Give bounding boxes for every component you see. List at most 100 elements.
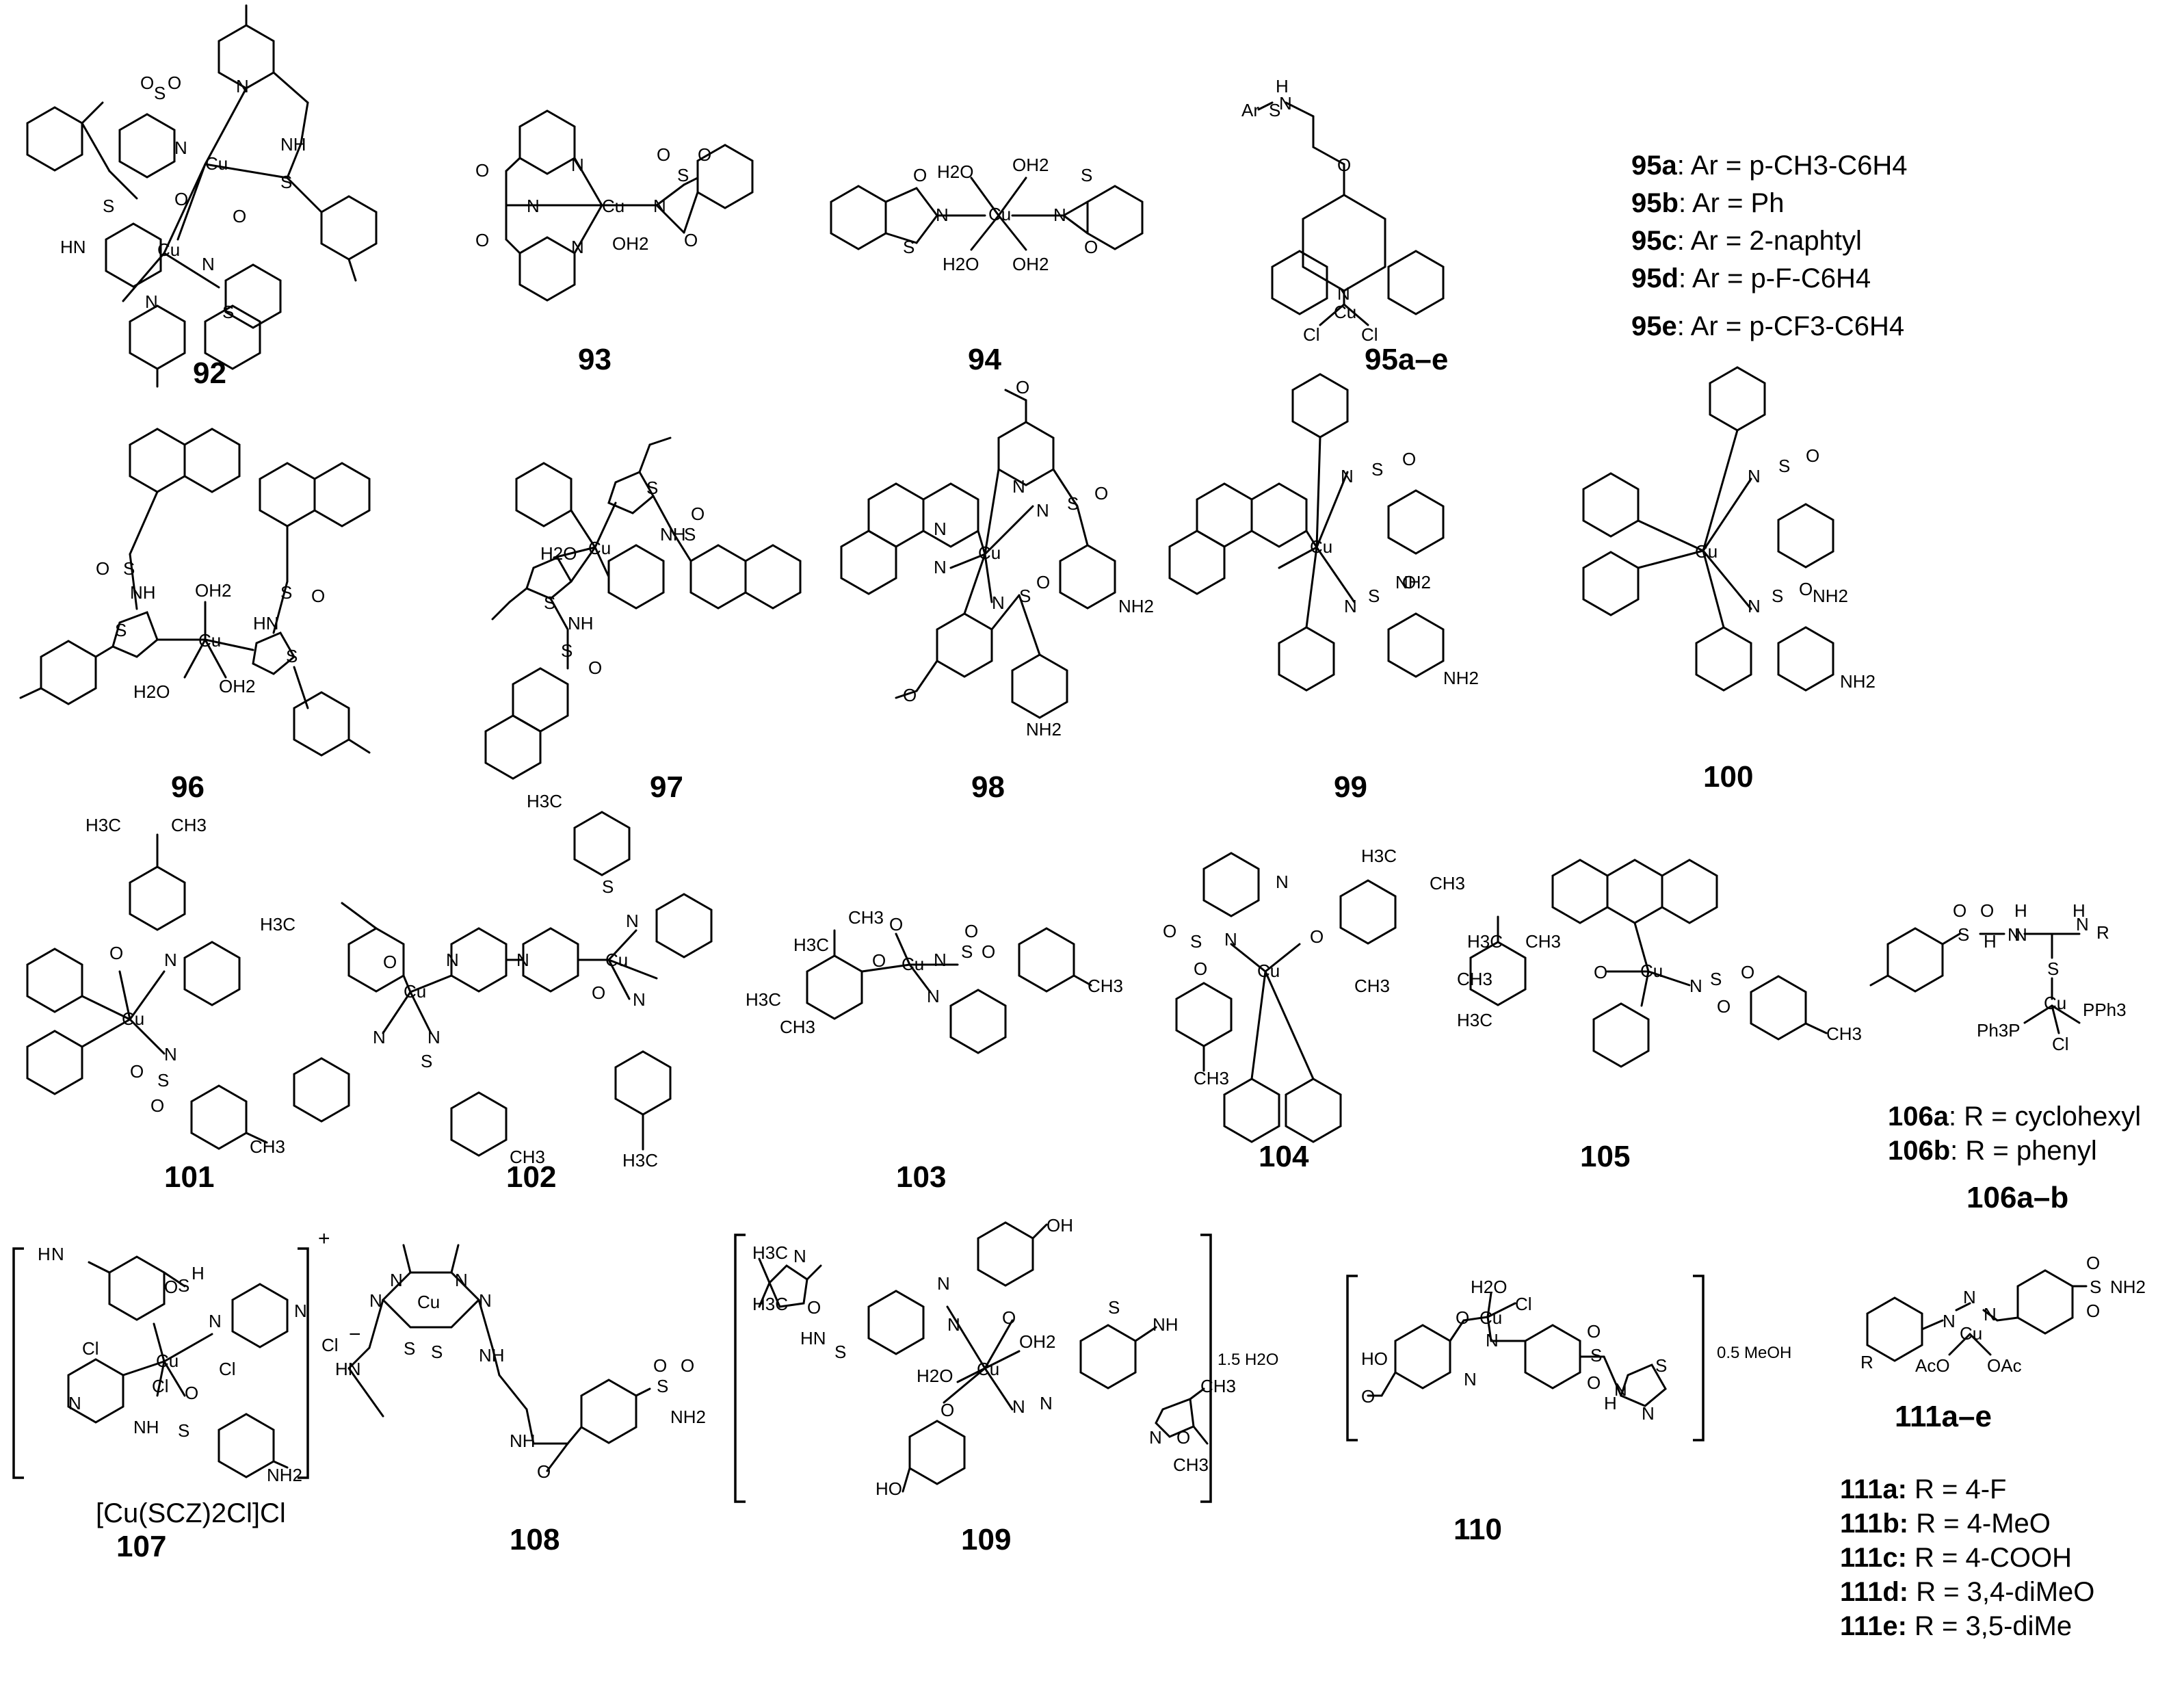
atom-n-103b: N	[927, 986, 940, 1006]
atom-ph3p-106: Ph3P	[1977, 1020, 2021, 1041]
atom-o-94b: O	[1084, 237, 1098, 257]
atom-ch3-104b: CH3	[1354, 976, 1390, 996]
cu-atom-99: Cu	[1310, 536, 1332, 557]
atom-h2o-94a: H2O	[937, 161, 973, 182]
atom-n-98d: N	[1036, 500, 1049, 521]
cu-atom-100: Cu	[1695, 541, 1718, 562]
atom-n-98c: N	[1012, 476, 1025, 497]
legend-111-row-e: 111e: R = 3,5-diMe	[1840, 1611, 2072, 1641]
atom-n-104a: N	[1276, 872, 1289, 892]
legend-95-row-e: 95e: Ar = p-CF3-C6H4	[1631, 311, 1904, 341]
atom-n-110b: N	[1464, 1369, 1477, 1390]
atom-nh2-98b: NH2	[1026, 719, 1062, 740]
atom-s-93: S	[677, 165, 689, 185]
atom-aco-111: AcO	[1915, 1355, 1950, 1376]
atom-n-106c: N	[2076, 914, 2089, 935]
structure-97: Cu H2O NH S O NH S O S S 97	[484, 436, 802, 804]
structure-106: S O O H N H N H N R S Cu Ph3P PPh3 Cl 10…	[1869, 900, 2141, 1214]
atom-pph3-106: PPh3	[2083, 1000, 2127, 1020]
atom-h3c-109b: H3C	[752, 1294, 788, 1314]
atom-n-107c: N	[294, 1301, 307, 1321]
atom-s-100a: S	[1778, 456, 1790, 476]
atom-nh2-98a: NH2	[1118, 596, 1154, 616]
atom-o-108a: O	[537, 1461, 551, 1482]
compound-label-96: 96	[171, 770, 205, 804]
atom-n-107a: N	[51, 1244, 64, 1264]
atom-o-108b: O	[653, 1355, 667, 1376]
atom-n-98e: N	[992, 592, 1005, 613]
atom-n-108d: N	[479, 1290, 492, 1311]
atom-o-95: O	[1337, 155, 1351, 175]
atom-oh2-94b: OH2	[1012, 254, 1049, 274]
atom-o-104: O	[1310, 926, 1324, 947]
formula-107: [Cu(SCZ)2Cl]Cl	[96, 1498, 286, 1528]
atom-s-97a: S	[684, 524, 696, 545]
atom-h3c-105b: H3C	[1457, 1010, 1492, 1030]
minus-107: −	[349, 1323, 361, 1346]
atom-n-111b: N	[1963, 1287, 1976, 1307]
atom-h3c-104a: H3C	[1361, 846, 1397, 866]
atom-nh2-99a: NH2	[1395, 572, 1431, 592]
atom-s-99b: S	[1368, 586, 1380, 606]
compound-label-101: 101	[164, 1160, 214, 1194]
atom-cl-107a: Cl	[219, 1359, 236, 1379]
atom-n-102c: N	[446, 950, 459, 970]
compound-label-111: 111a–e	[1895, 1400, 1992, 1433]
atom-h3c-101: H3C	[85, 815, 121, 835]
compound-label-98: 98	[971, 770, 1005, 804]
atom-oh2-94a: OH2	[1012, 155, 1049, 175]
atom-n-93d: N	[653, 196, 666, 216]
atom-n-109c: N	[947, 1314, 960, 1335]
atom-ch3-105b: CH3	[1457, 969, 1492, 989]
atom-o-109d: O	[1176, 1427, 1190, 1448]
atom-s-106: S	[1958, 924, 1969, 945]
atom-o-93b: O	[475, 230, 489, 250]
atom-n-93b: N	[571, 155, 584, 175]
atom-o-110d: O	[1587, 1372, 1601, 1393]
atom-oh2-96a: OH2	[195, 580, 231, 601]
atom-s-102a: S	[421, 1051, 432, 1071]
atom-ar-95: Ar	[1241, 100, 1259, 120]
cu-atom-94: Cu	[988, 204, 1011, 224]
atom-ch3-102a: CH3	[510, 1147, 545, 1167]
atom-h2o-109: H2O	[917, 1366, 953, 1386]
atom-n-109f: N	[1149, 1427, 1162, 1448]
atom-o-92c: O	[174, 189, 188, 209]
atom-o-97a: O	[691, 504, 705, 524]
atom-ch3-105a: CH3	[1525, 931, 1561, 952]
atom-s-97c: S	[646, 478, 658, 498]
atom-n-110a: N	[1486, 1330, 1499, 1351]
atom-nh2-100b: NH2	[1840, 671, 1876, 692]
atom-o-111a: O	[2086, 1253, 2100, 1273]
structure-103: Cu O O N N S O O H3C CH3 H3C CH3 CH3 103	[746, 907, 1123, 1194]
atom-s-110b: S	[1655, 1355, 1667, 1376]
atom-r-106: R	[2096, 922, 2109, 943]
atom-s-96a: S	[123, 558, 135, 579]
atom-s-100b: S	[1772, 586, 1783, 606]
atom-h-107a: H	[192, 1263, 205, 1283]
atom-o-110a: O	[1456, 1307, 1469, 1328]
legend-95-row-a: 95a: Ar = p-CH3-C6H4	[1631, 151, 1908, 181]
atom-o-93c: O	[657, 144, 670, 165]
atom-n-103a: N	[934, 950, 947, 970]
atom-s-101: S	[157, 1070, 169, 1091]
atom-s-98a: S	[1067, 493, 1079, 514]
cu-atom-98: Cu	[978, 543, 1001, 563]
atom-s-97b: S	[561, 640, 573, 661]
legend-106-row-b: 106b: R = phenyl	[1888, 1136, 2097, 1166]
atom-s-103: S	[961, 941, 973, 962]
atom-ch3-104c: CH3	[1194, 1068, 1229, 1088]
atom-n-98b: N	[934, 557, 947, 577]
atom-n-108a: N	[369, 1290, 382, 1311]
atom-s-99a: S	[1371, 459, 1383, 480]
structure-101: Cu O N N S O O H3C CH3 CH3 101	[26, 815, 285, 1194]
atom-ch3-104a: CH3	[1430, 873, 1465, 893]
atom-n-109e: N	[1040, 1393, 1053, 1413]
atom-s-105: S	[1710, 969, 1722, 989]
atom-o-106a: O	[1953, 900, 1966, 921]
atom-h-106b: H	[2014, 900, 2027, 921]
legend-106-row-a: 106a: R = cyclohexyl	[1888, 1101, 2141, 1132]
atom-n-102a: N	[373, 1027, 386, 1047]
atom-s-108a: S	[404, 1338, 415, 1359]
